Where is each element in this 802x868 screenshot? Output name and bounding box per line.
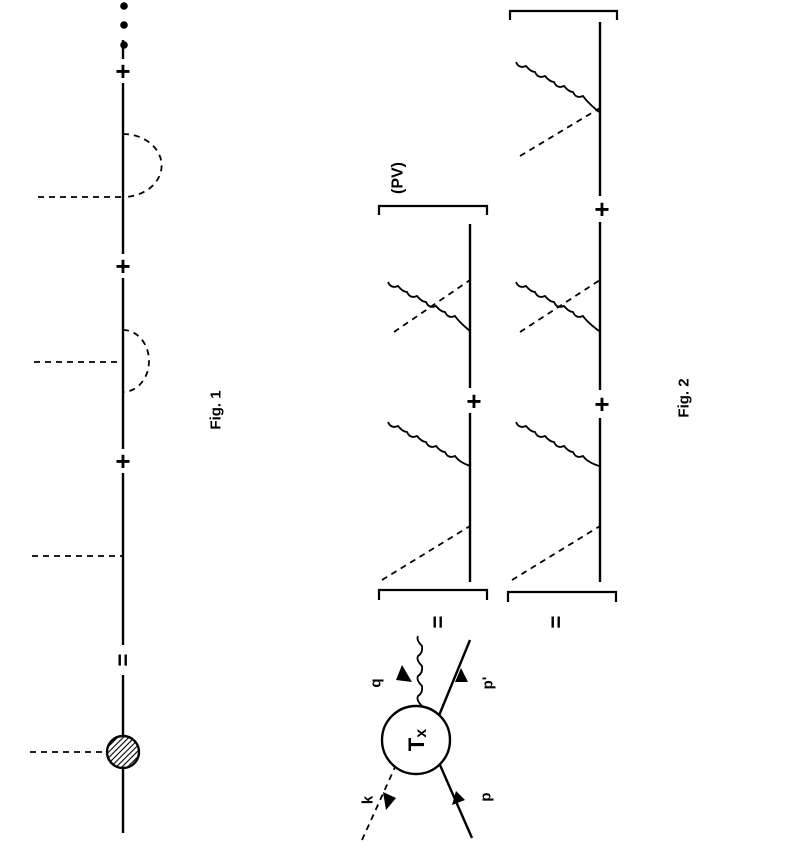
fig2-row-bottom: = + + Fig. 2 (506, 9, 693, 629)
fig2-row1-close-bracket (377, 204, 489, 215)
fig2-row1-equals: = (426, 616, 451, 629)
svg-text:+: + (115, 56, 130, 86)
vertex-k-label: k (360, 795, 377, 804)
fig2-row2-term3-meson (519, 107, 601, 157)
vertex-p-prime-arrow (455, 668, 468, 682)
fig2-row2-open-bracket (506, 590, 618, 602)
fig2-row2-term1-photon (515, 421, 600, 467)
fig2-caption: Fig. 2 (676, 378, 693, 417)
fig2-row1-open-bracket (377, 588, 489, 600)
fig2-row2-term2-photon (515, 281, 600, 332)
vertex-t-label: Tx (404, 729, 430, 751)
fig1-plus-2: + (110, 251, 136, 281)
fig2-row1-plus: + (466, 386, 481, 416)
vertex-p-prime-label: p' (480, 677, 497, 690)
fig2-row2-term3-photon (515, 61, 600, 113)
fig2-row2-plus-1: + (594, 389, 609, 419)
fig2-row2-plus-2: + (594, 194, 609, 224)
fig2-row2-equals: = (544, 616, 569, 629)
fig1: = + + + Fig. 1 (30, 2, 225, 833)
vertex-k-arrow (383, 792, 396, 810)
fig1-equals: = (111, 654, 136, 667)
fig2-row-top: = + (PV) (377, 162, 489, 629)
fig2-row2-close-bracket (508, 9, 619, 20)
fig2-row1-term1-photon (387, 421, 471, 467)
svg-text:+: + (115, 446, 130, 476)
vertex-t-circle (380, 704, 452, 776)
vertex-q-label: q (368, 678, 385, 687)
fig1-plus-3: + (110, 56, 136, 86)
vertex-k-meson-line (361, 764, 397, 841)
fig1-dressed-vertex-blob (105, 734, 141, 770)
fig2-pv-label: (PV) (390, 162, 407, 194)
fig2-row2-term1-meson (511, 525, 601, 581)
fig1-loop-1 (122, 329, 150, 393)
fig1-ellipsis-dots (120, 2, 128, 49)
vertex-p-arrow (452, 791, 465, 805)
vertex-diagram: k q p p' Tx (360, 635, 497, 841)
fig1-equals-sign: = (100, 645, 146, 675)
vertex-q-photon-line (416, 635, 424, 707)
fig1-caption: Fig. 1 (208, 390, 225, 429)
svg-text:+: + (115, 251, 130, 281)
vertex-p-label: p (478, 792, 495, 801)
fig2-row1-term1-meson (381, 525, 471, 581)
fig1-plus-1: + (110, 446, 136, 476)
fig2-row1-term2-photon (387, 281, 471, 332)
vertex-q-arrow (396, 665, 412, 682)
fig1-loop-2 (122, 133, 163, 198)
vertex-p-prime-line (436, 639, 472, 719)
